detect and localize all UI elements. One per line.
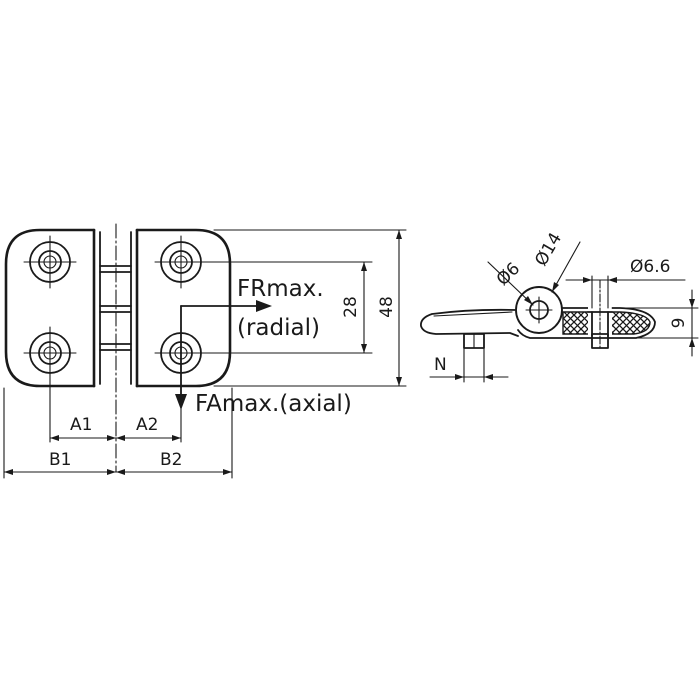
dia-6-leader <box>487 261 534 306</box>
fr-radial-label: (radial) <box>237 315 320 341</box>
fr-max-label: FRmax. <box>237 276 324 302</box>
dia-14-label: Ø14 <box>531 229 566 269</box>
dimension-a2 <box>115 435 182 441</box>
fa-max-label: FAmax.(axial) <box>195 391 352 417</box>
axial-force-arrow <box>175 305 187 410</box>
side-right-leaf <box>517 307 656 339</box>
dia-6-label: Ø6 <box>493 259 524 290</box>
dimension-48 <box>396 229 402 387</box>
screw-hole-top-right <box>154 235 208 289</box>
height-48-label: 48 <box>377 296 397 318</box>
b1-label: B1 <box>49 450 71 470</box>
hinge-left-leaf <box>4 228 96 388</box>
dimension-b2 <box>115 469 233 475</box>
height-28-label: 28 <box>341 296 361 318</box>
dimension-a1 <box>49 435 117 441</box>
hinge-front-view: FRmax. (radial) FAmax.(axial) A1 A2 B1 <box>3 223 407 479</box>
dimension-28 <box>361 261 367 354</box>
b2-label: B2 <box>160 450 182 470</box>
hinge-side-view: Ø6 Ø14 Ø6.6 9 N <box>420 229 699 383</box>
radial-force-arrow <box>180 300 272 312</box>
hinge-right-leaf <box>135 228 232 388</box>
dimension-b1 <box>3 469 117 475</box>
a2-label: A2 <box>136 415 158 435</box>
n-label: N <box>434 355 447 375</box>
screw-hole-bottom-left <box>23 326 77 443</box>
side-left-leaf <box>420 308 519 337</box>
a1-label: A1 <box>70 415 92 435</box>
thickness-9-label: 9 <box>669 318 689 329</box>
screw-hole-top-left <box>23 235 77 289</box>
dimension-9 <box>689 289 695 357</box>
dia-6-6-label: Ø6.6 <box>630 257 670 277</box>
